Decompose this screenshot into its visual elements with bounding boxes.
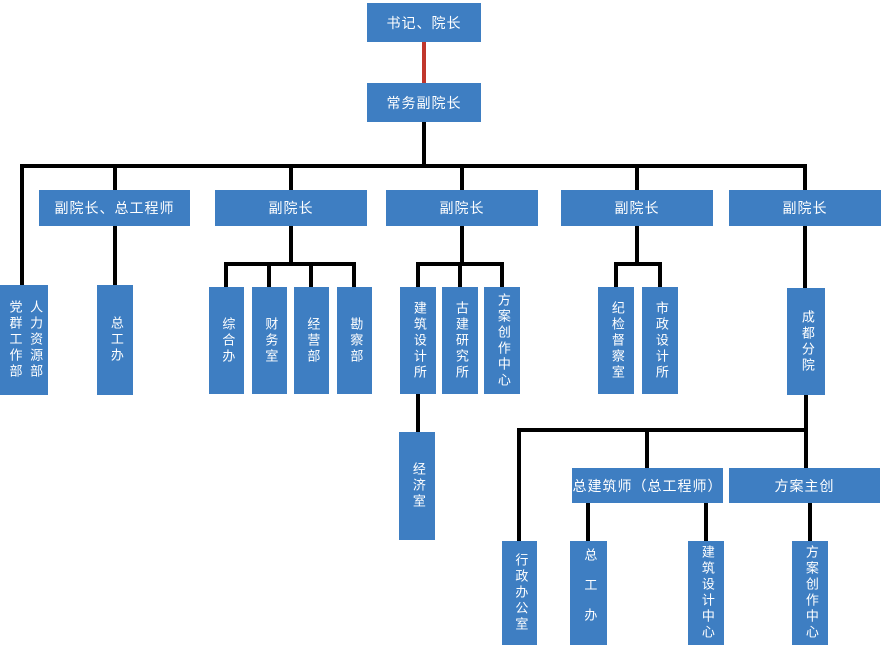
connector-vp5-chengdu	[803, 226, 807, 288]
org-node-vp3: 副院长	[386, 190, 538, 226]
org-node-president-label: 书记、院长	[386, 15, 462, 32]
connector-vp1-chiefengoffice	[113, 226, 117, 287]
org-node-general-office: 综合办	[209, 287, 244, 394]
org-node-scheme-lead-label: 方案主创	[774, 478, 835, 495]
connector-vp2-rail-h	[224, 262, 356, 266]
org-node-arch-design-center: 建筑设计中心	[688, 541, 724, 645]
connector-rail-discipline	[614, 266, 618, 287]
org-node-exec-vp: 常务副院长	[367, 83, 481, 122]
org-node-general-office-label: 综合办	[219, 316, 235, 365]
connector-rail-schemecreation	[500, 266, 504, 287]
org-node-arch-design-center-label: 建筑设计中心	[698, 545, 714, 641]
org-node-discipline-inspection-office-label: 纪检督察室	[608, 300, 624, 381]
connector-president-execvp	[422, 42, 426, 83]
org-node-vp-chief-engineer: 副院长、总工程师	[39, 190, 190, 226]
org-node-chief-eng-office-label: 总工办	[107, 316, 123, 364]
connector-trunk-partymasses	[20, 168, 24, 287]
org-node-vp3-label: 副院长	[439, 201, 485, 217]
connector-rail-municipal	[658, 266, 662, 287]
org-node-arch-design-institute: 建筑设计所	[400, 287, 436, 394]
connector-rail-finance	[267, 266, 271, 287]
org-node-admin-office: 行政办公室	[502, 541, 537, 645]
org-node-survey-dept: 勘察部	[337, 287, 372, 394]
org-node-vp4: 副院长	[561, 190, 713, 226]
org-node-chief-architect-label: 总建筑师（总工程师）	[572, 478, 723, 495]
org-node-branch-chief-eng-office: 总工办	[570, 541, 607, 645]
org-node-arch-design-institute-label: 建筑设计所	[410, 300, 426, 381]
org-node-business-dept: 经营部	[294, 287, 329, 394]
org-node-party-masses-label: 党群工作部	[6, 300, 22, 380]
connector-vp3-rail	[460, 226, 464, 266]
org-node-vp2-label: 副院长	[268, 201, 314, 217]
connector-trunk-vp3	[460, 168, 464, 190]
org-node-admin-office-label: 行政办公室	[512, 553, 528, 633]
connector-vp4-rail-h	[614, 262, 662, 266]
org-node-scheme-lead: 方案主创	[729, 468, 880, 503]
connector-trunk-rail	[20, 164, 807, 168]
org-node-scheme-creation-center-label: 方案创作中心	[494, 292, 510, 389]
connector-rail-generaloffice	[224, 266, 228, 287]
connector-vp2-rail	[289, 226, 293, 266]
org-node-chengdu-branch-label: 成都分院	[798, 309, 814, 374]
org-node-heritage-research-institute-label: 古建研究所	[452, 300, 468, 381]
connector-rail-business	[309, 266, 313, 287]
org-node-finance-office-label: 财务室	[262, 316, 278, 365]
connector-rail-adminoffice	[517, 432, 521, 541]
connector-archinstitute-economics	[416, 394, 420, 432]
org-node-municipal-design-institute: 市政设计所	[642, 287, 678, 394]
org-node-discipline-inspection-office: 纪检督察室	[598, 287, 634, 394]
connector-rail-chiefarchitect	[645, 432, 649, 468]
org-node-branch-scheme-creation-center: 方案创作中心	[792, 541, 828, 645]
org-node-scheme-creation-center: 方案创作中心	[484, 287, 520, 394]
org-node-vp5: 副院长	[729, 190, 881, 226]
org-node-branch-chief-eng-office-label: 总工办	[581, 548, 597, 638]
org-node-branch-scheme-creation-center-label: 方案创作中心	[802, 545, 818, 641]
org-node-business-dept-label: 经营部	[304, 316, 320, 365]
connector-trunk-vp2	[289, 168, 293, 190]
org-node-vp-chief-engineer-label: 副院长、总工程师	[54, 201, 175, 217]
connector-chiefarchitect-chiefengoffice2	[586, 503, 590, 541]
org-node-municipal-design-institute-label: 市政设计所	[652, 300, 668, 381]
org-node-chief-architect: 总建筑师（总工程师）	[572, 468, 723, 503]
connector-chengdu-rail-h	[517, 428, 808, 432]
org-node-finance-office: 财务室	[252, 287, 287, 394]
connector-vp4-rail	[635, 226, 639, 266]
org-node-hr-label: 人力资源部	[27, 300, 43, 380]
connector-schemelead-creationcenter2	[808, 503, 812, 541]
org-node-survey-dept-label: 勘察部	[347, 316, 363, 365]
connector-rail-archinstitute	[416, 266, 420, 287]
org-node-vp4-label: 副院长	[614, 201, 660, 217]
org-node-exec-vp-label: 常务副院长	[386, 95, 462, 112]
org-node-economics-office-label: 经济室	[409, 462, 425, 510]
connector-trunk-vp4	[635, 168, 639, 190]
org-node-economics-office: 经济室	[399, 432, 435, 540]
connector-trunk-vp5	[803, 168, 807, 190]
org-node-vp5-label: 副院长	[782, 201, 828, 217]
connector-execvp-trunk	[422, 122, 426, 168]
org-node-heritage-research-institute: 古建研究所	[442, 287, 478, 394]
org-node-chengdu-branch: 成都分院	[787, 288, 825, 395]
connector-chiefarchitect-archcenter	[704, 503, 708, 541]
connector-rail-survey	[352, 266, 356, 287]
connector-rail-heritage	[458, 266, 462, 287]
connector-vp3-rail-h	[416, 262, 504, 266]
org-node-partymasses-hr: 党群工作部 人力资源部	[0, 285, 48, 395]
connector-trunk-vp1	[113, 168, 117, 190]
org-node-chief-eng-office: 总工办	[97, 285, 133, 395]
org-node-president: 书记、院长	[367, 3, 481, 42]
org-node-vp2: 副院长	[215, 190, 367, 226]
